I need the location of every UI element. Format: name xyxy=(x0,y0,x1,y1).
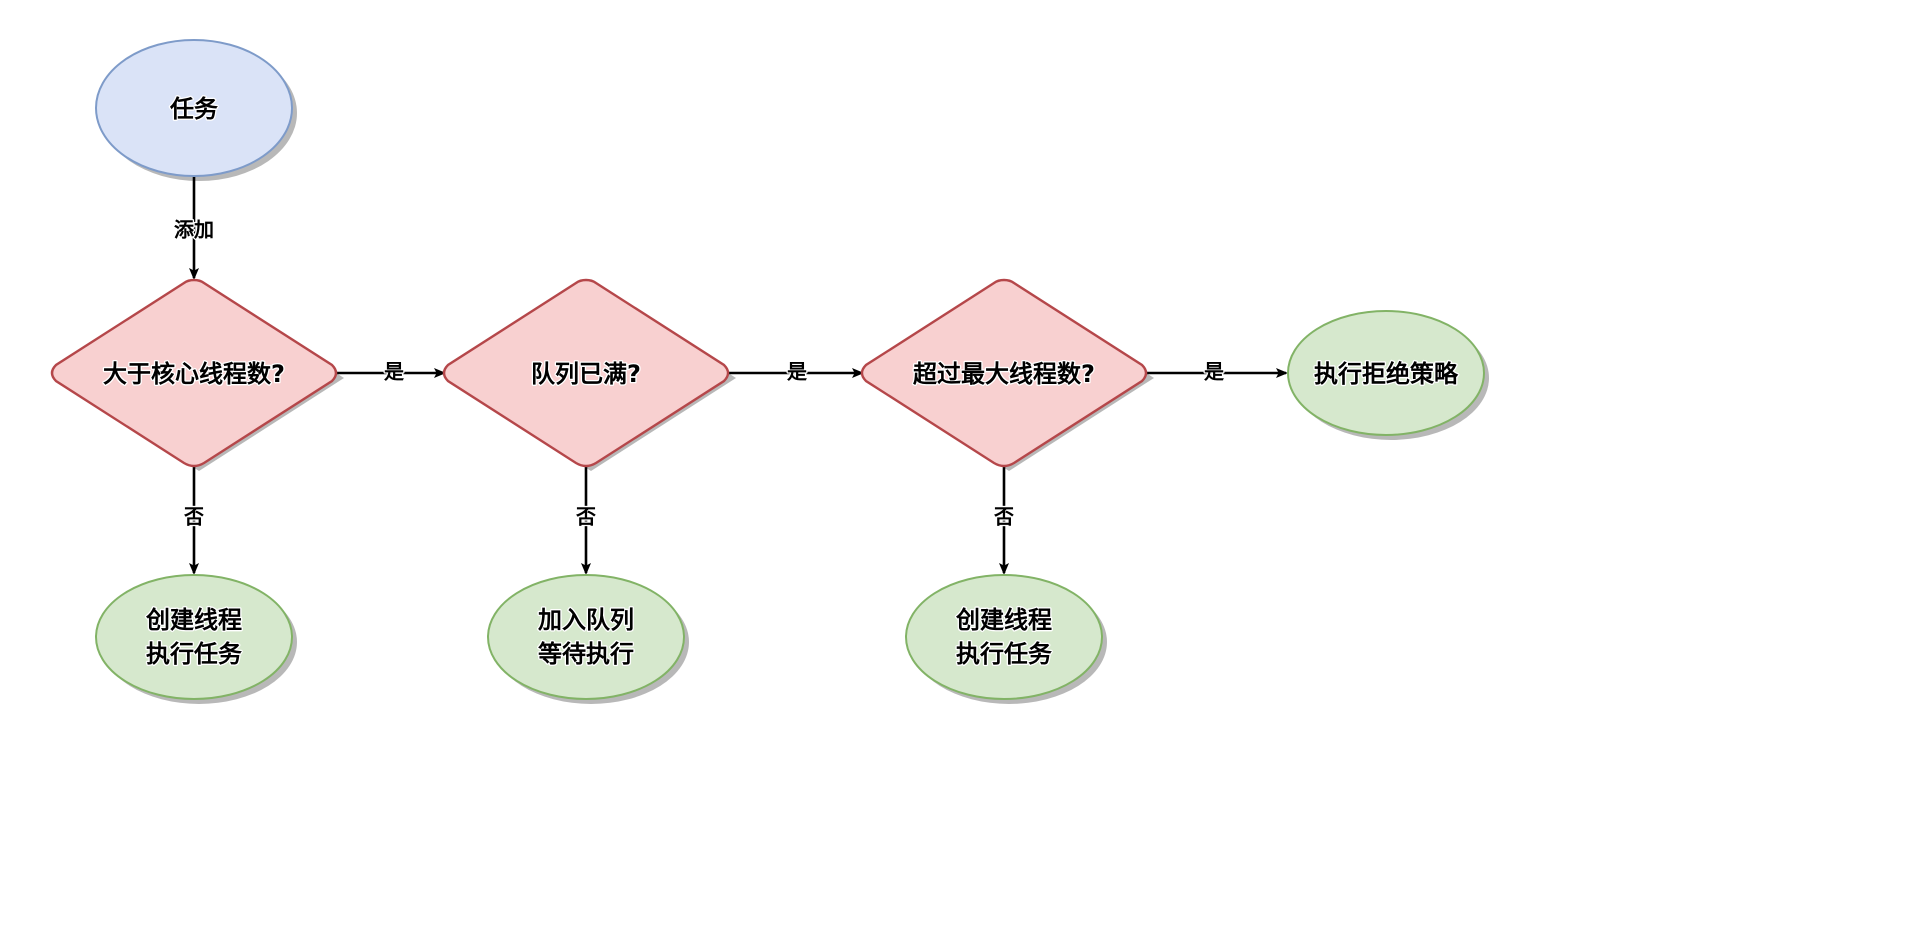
decision-diamond-1[interactable] xyxy=(50,278,338,468)
edge-label-no-2: 否 xyxy=(575,505,596,529)
node-decision-max-threads[interactable]: 超过最大线程数? xyxy=(860,278,1148,468)
start-ellipse[interactable] xyxy=(95,39,293,177)
node-decision-core-threads[interactable]: 大于核心线程数? xyxy=(50,278,338,468)
enqueue-label-line2: 等待执行 xyxy=(538,640,634,668)
node-decision-queue-full[interactable]: 队列已满? xyxy=(442,278,730,468)
node-create-thread-right[interactable]: 创建线程 执行任务 xyxy=(905,574,1103,700)
edge-label-yes-2: 是 xyxy=(786,360,807,384)
edge-layer xyxy=(189,176,1288,575)
edge-label-no-3: 否 xyxy=(993,505,1014,529)
reject-ellipse[interactable] xyxy=(1287,310,1485,436)
reject-label: 执行拒绝策略 xyxy=(1314,360,1459,388)
decision-2-label: 队列已满? xyxy=(531,360,641,388)
decision-3-label: 超过最大线程数? xyxy=(913,360,1095,388)
edge-label-layer: 添加 是 是 是 否 否 否 xyxy=(173,216,1226,530)
node-layer: 任务 大于核心线程数? 队列已满? 超过最大线程数? 执行拒绝策略 xyxy=(50,39,1485,700)
create2-label-line2: 执行任务 xyxy=(956,640,1053,668)
decision-1-label: 大于核心线程数? xyxy=(103,360,285,388)
node-start[interactable]: 任务 xyxy=(95,39,293,177)
create2-label-line1: 创建线程 xyxy=(955,606,1052,634)
start-label: 任务 xyxy=(169,95,219,123)
enqueue-ellipse[interactable] xyxy=(487,574,685,700)
create1-ellipse[interactable] xyxy=(95,574,293,700)
decision-diamond-2[interactable] xyxy=(442,278,730,468)
edge-label-add: 添加 xyxy=(174,218,214,242)
node-reject-policy[interactable]: 执行拒绝策略 xyxy=(1287,310,1485,436)
create1-label-line2: 执行任务 xyxy=(146,640,243,668)
create2-ellipse[interactable] xyxy=(905,574,1103,700)
edge-label-yes-1: 是 xyxy=(383,360,404,384)
edge-label-yes-3: 是 xyxy=(1203,360,1224,384)
enqueue-label-line1: 加入队列 xyxy=(538,606,634,634)
node-create-thread-left[interactable]: 创建线程 执行任务 xyxy=(95,574,293,700)
decision-diamond-3[interactable] xyxy=(860,278,1148,468)
node-enqueue-wait[interactable]: 加入队列 等待执行 xyxy=(487,574,685,700)
create1-label-line1: 创建线程 xyxy=(145,606,242,634)
edge-label-no-1: 否 xyxy=(183,505,204,529)
